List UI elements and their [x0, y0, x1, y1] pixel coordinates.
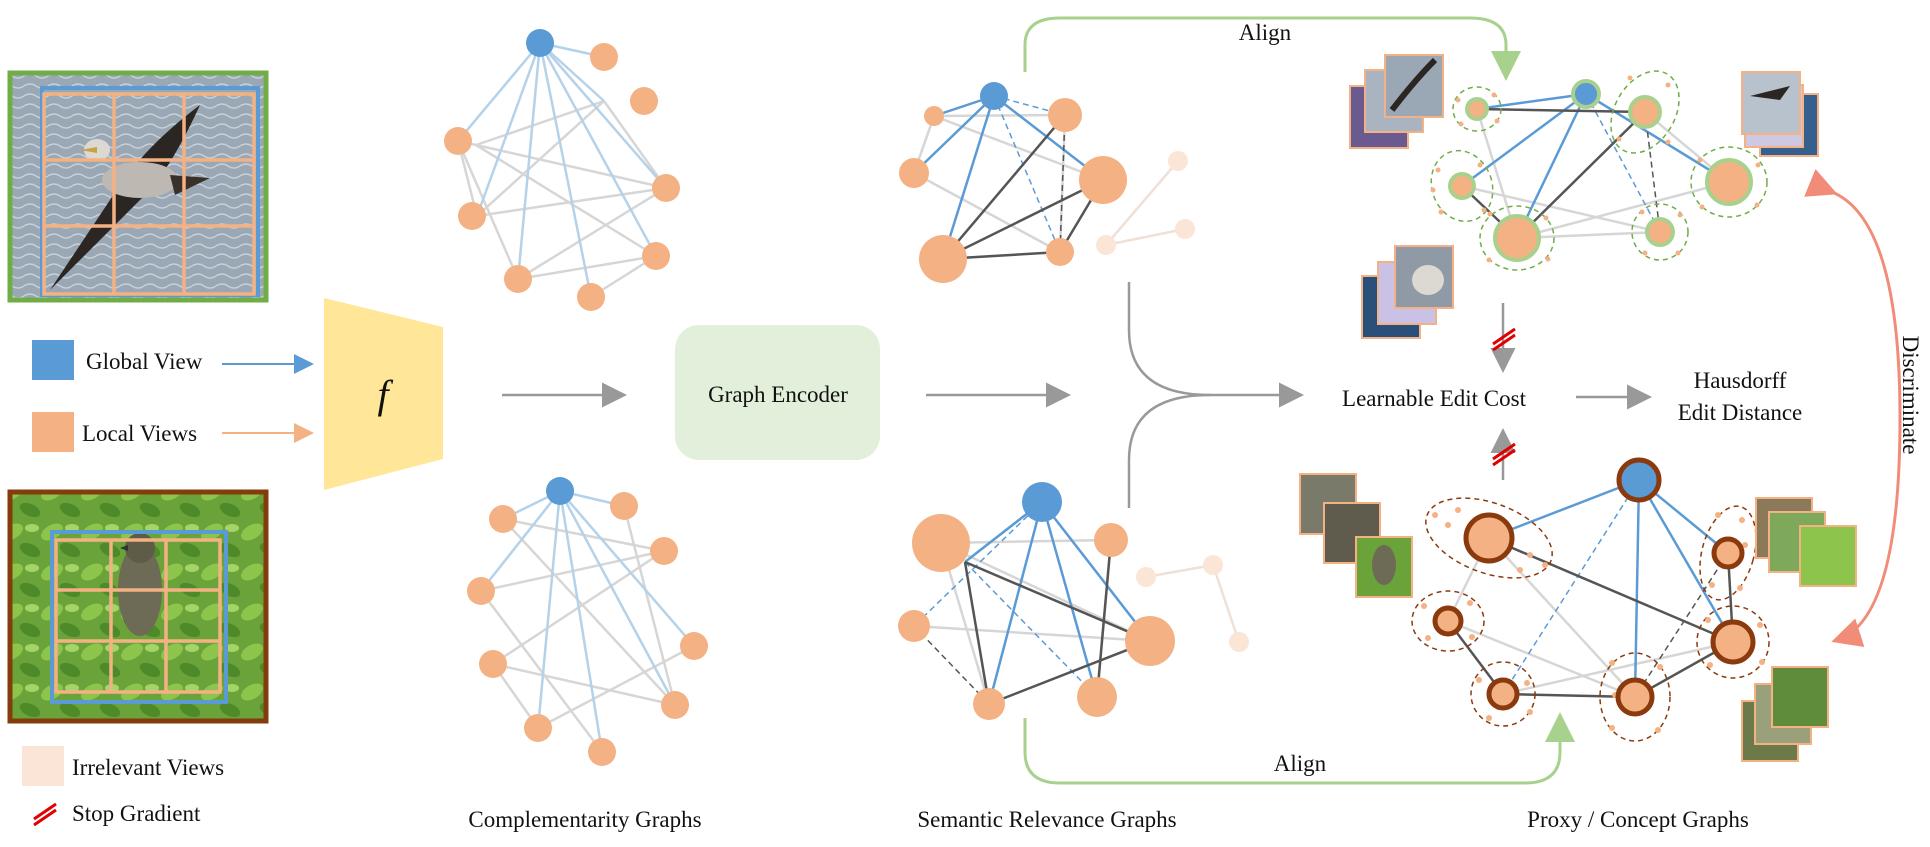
albatross-image — [7, 70, 269, 303]
caption-complementarity: Complementarity Graphs — [468, 807, 701, 832]
top-align-arrow — [1023, 16, 1521, 81]
graph-encoder-box — [675, 325, 880, 460]
bottom-align-label: Align — [1274, 751, 1327, 776]
concept-thumbnails-top — [1349, 54, 1819, 339]
caption-proxy: Proxy / Concept Graphs — [1527, 807, 1749, 832]
stop-gradient-label: Stop Gradient — [72, 801, 201, 826]
legend: Global View Local Views Irrelevant Views… — [22, 340, 314, 827]
semantic-graph-bottom — [898, 482, 1249, 720]
merge-arrows — [1127, 282, 1304, 508]
global-view-swatch — [32, 340, 74, 380]
irrelevant-views-label: Irrelevant Views — [72, 755, 224, 780]
irrelevant-views-swatch — [22, 746, 64, 786]
discriminate-arrow — [1804, 168, 1902, 647]
encoder-block: f — [324, 298, 443, 490]
complementarity-graph-top — [444, 29, 680, 311]
global-view-label: Global View — [86, 349, 203, 374]
edit-distance-label: Edit Distance — [1678, 400, 1803, 425]
caption-semantic: Semantic Relevance Graphs — [917, 807, 1176, 832]
concept-graph-top — [1349, 54, 1819, 339]
stop-gradient-icon-bottom — [1492, 442, 1516, 467]
hausdorff-label: Hausdorff — [1694, 368, 1787, 393]
flycatcher-image — [7, 489, 269, 724]
concept-thumbnails-bottom — [1299, 473, 1857, 762]
top-align-label: Align — [1239, 20, 1292, 45]
discriminate-label: Discriminate — [1898, 336, 1923, 455]
concept-graph-bottom — [1299, 457, 1857, 762]
stop-gradient-icon — [33, 802, 57, 827]
complementarity-graph-bottom — [467, 477, 708, 766]
learnable-edit-cost-label: Learnable Edit Cost — [1342, 386, 1527, 411]
local-views-label: Local Views — [82, 421, 197, 446]
bottom-align-arrow — [1023, 712, 1575, 785]
local-views-swatch — [32, 412, 74, 452]
stop-gradient-icon-top — [1492, 327, 1516, 352]
graph-encoder-label: Graph Encoder — [708, 382, 848, 407]
semantic-graph-top — [899, 82, 1195, 283]
